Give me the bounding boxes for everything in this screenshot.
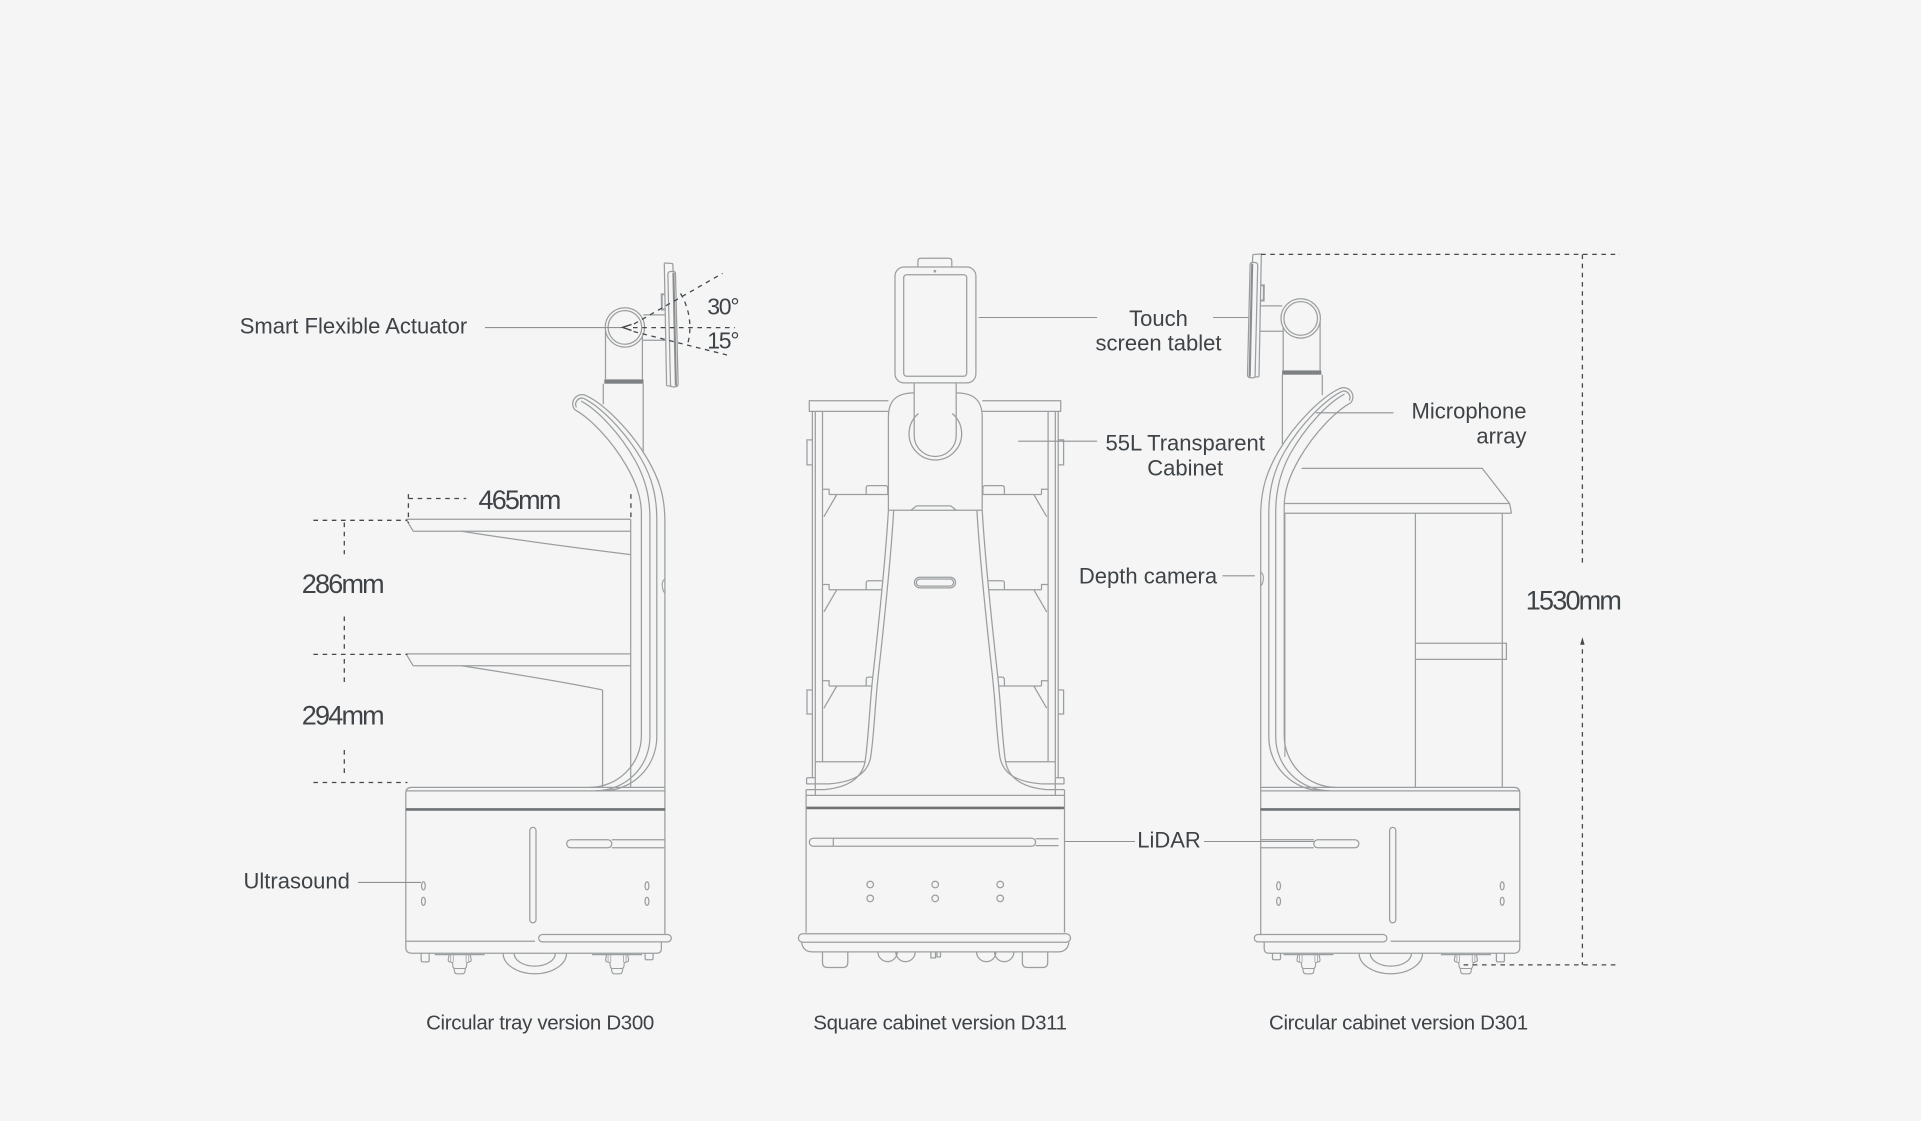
svg-text:Depth camera: Depth camera (1079, 563, 1218, 588)
svg-text:Ultrasound: Ultrasound (244, 869, 350, 894)
svg-text:55L Transparent: 55L Transparent (1105, 431, 1264, 456)
svg-text:Microphone: Microphone (1412, 399, 1527, 424)
svg-text:array: array (1476, 423, 1526, 448)
svg-text:15°: 15° (707, 328, 738, 354)
svg-text:Touch: Touch (1129, 306, 1188, 331)
svg-text:294mm: 294mm (302, 700, 383, 730)
svg-text:Square cabinet version D311: Square cabinet version D311 (813, 1011, 1066, 1034)
svg-text:286mm: 286mm (302, 569, 383, 599)
svg-text:1530mm: 1530mm (1526, 585, 1621, 615)
svg-text:screen tablet: screen tablet (1096, 331, 1222, 356)
svg-text:Smart Flexible Actuator: Smart Flexible Actuator (240, 313, 467, 338)
svg-text:Cabinet: Cabinet (1147, 455, 1223, 480)
svg-text:Circular tray version D300: Circular tray version D300 (426, 1011, 654, 1034)
svg-text:30°: 30° (707, 293, 738, 319)
svg-text:Circular cabinet version D301: Circular cabinet version D301 (1269, 1011, 1528, 1034)
svg-text:LiDAR: LiDAR (1137, 828, 1201, 853)
svg-text:465mm: 465mm (479, 485, 560, 515)
